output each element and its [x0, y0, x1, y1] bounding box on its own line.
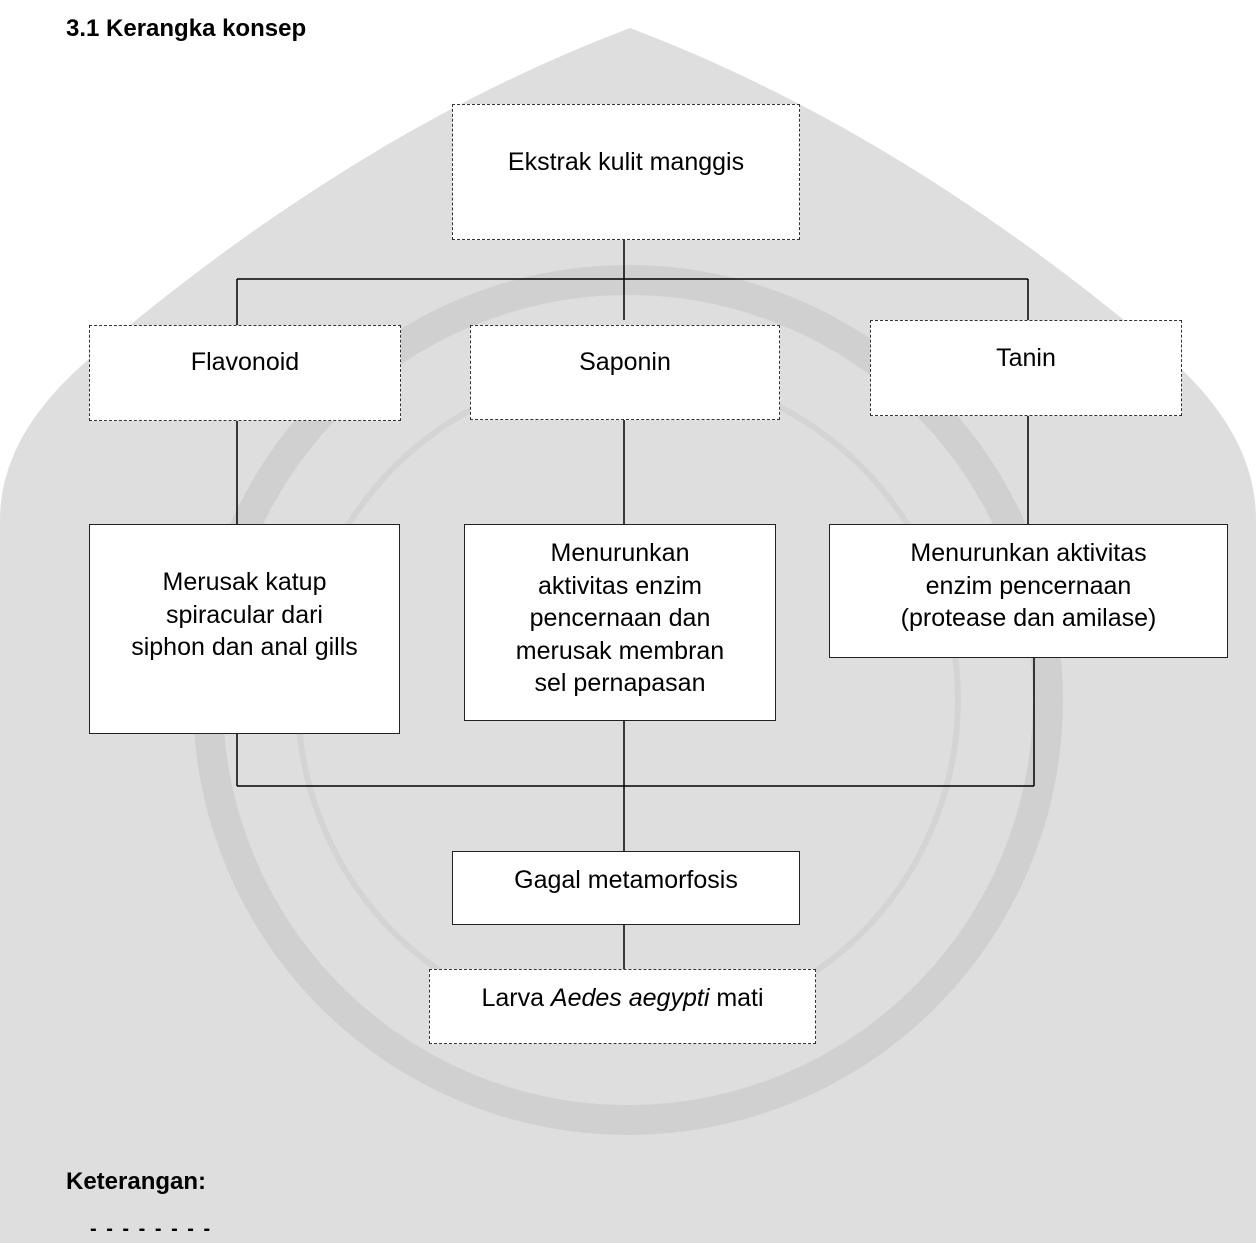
section-title: 3.1 Kerangka konsep — [66, 15, 307, 42]
legend-title: Keterangan: — [66, 1168, 207, 1195]
tanin-effect-node: Menurunkan aktivitas enzim pencernaan (p… — [829, 524, 1228, 658]
saponin-effect-node: Menurunkan aktivitas enzim pencernaan da… — [464, 524, 776, 721]
tanin-node: Tanin — [870, 320, 1182, 416]
root-node-label: Ekstrak kulit manggis — [507, 148, 745, 176]
flavonoid-label: Flavonoid — [190, 348, 300, 376]
flavonoid-effect-line: siphon dan anal gills — [131, 633, 358, 661]
saponin-node: Saponin — [470, 325, 780, 420]
metamorphosis-node: Gagal metamorfosis — [452, 851, 800, 925]
outcome-suffix: mati — [709, 984, 764, 1012]
saponin-label: Saponin — [579, 348, 671, 376]
flavonoid-node: Flavonoid — [89, 325, 401, 421]
metamorphosis-label: Gagal metamorfosis — [514, 866, 738, 894]
flavonoid-effect-line: spiracular dari — [165, 600, 323, 629]
outcome-species: Aedes aegypti — [550, 984, 710, 1012]
tanin-effect-line: (protease dan amilase) — [900, 604, 1157, 632]
saponin-effect-line: pencernaan dan — [529, 604, 711, 632]
root-node: Ekstrak kulit manggis — [452, 104, 800, 240]
saponin-effect-line: merusak membran — [515, 636, 725, 665]
outcome-node: Larva Aedes aegypti mati — [429, 969, 816, 1044]
tanin-effect-line: enzim pencernaan — [925, 571, 1132, 600]
outcome-prefix: Larva — [481, 984, 551, 1012]
saponin-effect-line: Menurunkan — [550, 539, 690, 567]
saponin-effect-line: aktivitas enzim — [538, 571, 702, 600]
legend-dashed-sample: - - - - - - - - — [90, 1218, 213, 1240]
flavonoid-effect-line: Merusak katup — [162, 568, 327, 596]
flavonoid-effect-node: Merusak katup spiracular dari siphon dan… — [89, 524, 400, 734]
tanin-label: Tanin — [996, 344, 1056, 372]
saponin-effect-line: sel pernapasan — [534, 669, 706, 697]
outcome-label: Larva Aedes aegypti mati — [481, 982, 763, 1015]
tanin-effect-line: Menurunkan aktivitas — [910, 539, 1147, 567]
